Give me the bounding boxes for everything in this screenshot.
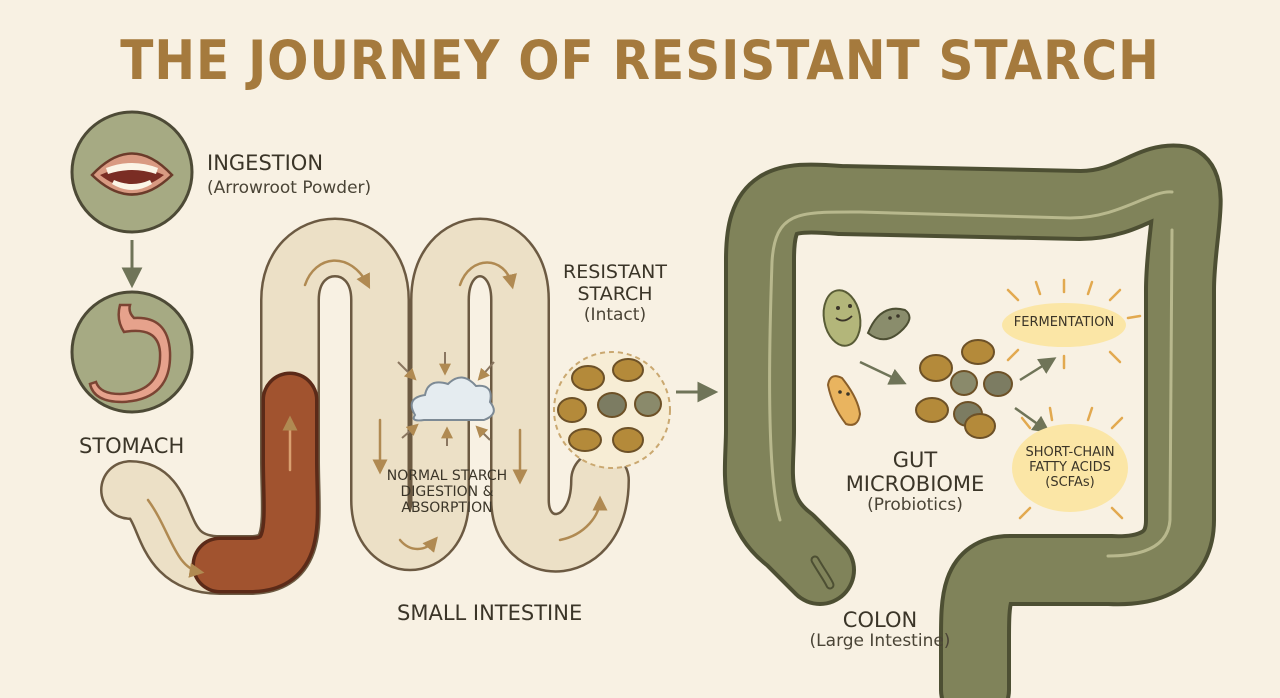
mouth-icon <box>70 110 194 234</box>
resistant-starch-granules-icon <box>553 351 671 469</box>
flow-arrow-to-fermenting-starch <box>859 360 907 385</box>
resistant-starch-subtitle: (Intact) <box>583 304 647 325</box>
gut-microbiome-heading-line: GUT <box>892 448 938 472</box>
digestion-note: NORMAL STARCH DIGESTION & ABSORPTION <box>378 468 516 516</box>
small-intestine-tube <box>100 217 630 595</box>
digestion-note-line: NORMAL STARCH <box>386 468 508 484</box>
colon-tube <box>722 143 1223 698</box>
small-intestine-label: SMALL INTESTINE <box>397 601 583 625</box>
scfa-label: SHORT-CHAIN FATTY ACIDS (SCFAs) <box>1010 445 1130 491</box>
colon-label: COLON (Large Intestine) <box>800 608 960 652</box>
colon-subtitle: (Large Intestine) <box>809 631 951 652</box>
fermentation-label: FERMENTATION <box>1013 315 1115 330</box>
scfa-label-line: FATTY ACIDS <box>1029 459 1111 475</box>
ingestion-heading: INGESTION <box>207 151 324 175</box>
gut-microbiome-subtitle: (Probiotics) <box>867 495 963 516</box>
fermenting-starch-granules-icon <box>915 339 1013 439</box>
absorption-cloud-icon <box>397 352 495 446</box>
probiotic-bacteria-icon <box>822 289 911 426</box>
ingestion-subtitle: (Arrowroot Powder) <box>207 178 372 198</box>
flow-arrow-to-scfa <box>1014 406 1051 434</box>
flow-arrow-to-fermentation <box>1019 357 1057 382</box>
digestion-note-line: ABSORPTION <box>401 500 493 517</box>
scfa-label-line: (SCFAs) <box>1045 474 1095 490</box>
resistant-starch-label: RESISTANT STARCH (Intact) <box>555 261 675 325</box>
digestion-note-line: DIGESTION & <box>400 484 494 501</box>
page-title: THE JOURNEY OF RESISTANT STARCH <box>120 29 1160 92</box>
colon-heading: COLON <box>842 608 918 632</box>
fermentation-burst-icon <box>1002 278 1142 370</box>
gut-microbiome-label: GUT MICROBIOME (Probiotics) <box>840 448 990 516</box>
gut-microbiome-heading-line: MICROBIOME <box>845 472 985 497</box>
scfa-label-line: SHORT-CHAIN <box>1025 445 1115 460</box>
resistant-starch-heading-line: RESISTANT <box>563 261 667 283</box>
scfa-burst-icon <box>1012 406 1128 520</box>
resistant-starch-heading-line: STARCH <box>577 282 653 305</box>
stomach-icon <box>70 290 194 414</box>
stomach-label: STOMACH <box>79 434 185 458</box>
